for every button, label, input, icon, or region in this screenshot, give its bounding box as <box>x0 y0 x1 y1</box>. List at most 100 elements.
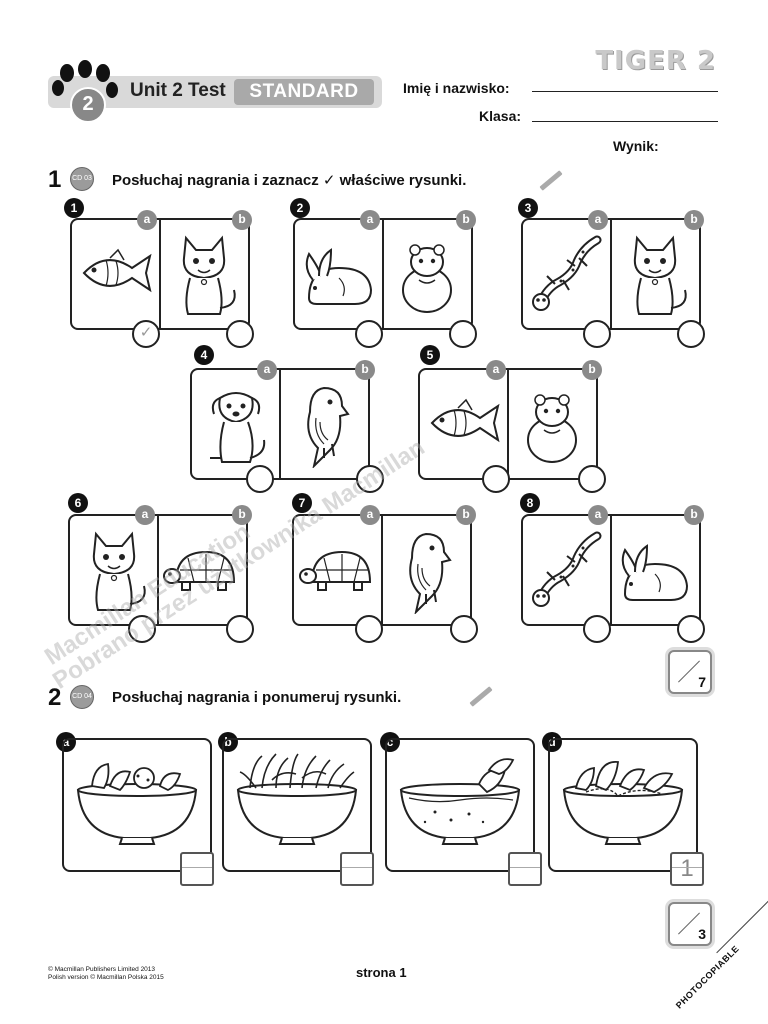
bowl-water-icon <box>400 758 520 845</box>
bowl-card-b <box>222 738 372 872</box>
number-box-b[interactable] <box>340 852 374 886</box>
answer-circle-1a[interactable]: ✓ <box>132 320 160 348</box>
option-b-badge: b <box>355 360 375 380</box>
level-label: STANDARD <box>234 79 374 105</box>
rabbit-icon <box>621 545 688 601</box>
option-a-badge: a <box>360 210 380 230</box>
answer-circle-5a[interactable] <box>482 465 510 493</box>
answer-circle-5b[interactable] <box>578 465 606 493</box>
copyright: © Macmillan Publishers Limited 2013 Poli… <box>48 966 164 981</box>
option-b-badge: b <box>684 210 704 230</box>
item-number: 6 <box>68 493 88 513</box>
option-a-badge: a <box>137 210 157 230</box>
exercise-1-instruction: Posłuchaj nagrania i zaznacz ✓ właściwe … <box>112 172 467 189</box>
dog-icon <box>209 392 266 463</box>
picture-pair-3 <box>521 218 701 330</box>
option-b-badge: b <box>456 505 476 525</box>
picture-pair-2 <box>293 218 473 330</box>
option-b-badge: b <box>684 505 704 525</box>
cat-icon <box>182 237 236 315</box>
answer-circle-6a[interactable] <box>128 615 156 643</box>
photocopiable-divider <box>716 898 768 954</box>
hamster-icon <box>402 244 452 313</box>
exercise-2-score-box[interactable]: 3 <box>668 902 712 946</box>
bowl-fruit-icon <box>77 763 197 845</box>
answer-circle-4b[interactable] <box>356 465 384 493</box>
item-number: 7 <box>292 493 312 513</box>
picture-pair-6 <box>68 514 248 626</box>
picture-pair-8 <box>521 514 701 626</box>
exercise-2-number: 2 <box>48 684 62 711</box>
pencil-icon <box>539 170 563 191</box>
parrot-icon <box>409 533 451 613</box>
fish-icon <box>431 399 499 441</box>
lizard-icon <box>527 228 607 318</box>
parrot-icon <box>307 387 349 467</box>
page-number: strona 1 <box>356 965 407 980</box>
option-b-badge: b <box>232 210 252 230</box>
answer-circle-4a[interactable] <box>246 465 274 493</box>
cd-icon: CD 03 <box>70 167 94 191</box>
picture-pair-4 <box>190 368 370 480</box>
number-box-c[interactable] <box>508 852 542 886</box>
answer-circle-7b[interactable] <box>450 615 478 643</box>
cd-icon: CD 04 <box>70 685 94 709</box>
bowl-leaves-icon <box>563 760 683 845</box>
number-box-a[interactable] <box>180 852 214 886</box>
picture-pair-1 <box>70 218 250 330</box>
exercise-2-instruction: Posłuchaj nagrania i ponumeruj rysunki. <box>112 689 402 706</box>
picture-pair-7 <box>292 514 472 626</box>
option-b-badge: b <box>232 505 252 525</box>
option-a-badge: a <box>588 210 608 230</box>
item-number: 4 <box>194 345 214 365</box>
paw-icon: 2 <box>50 60 120 124</box>
option-b-badge: b <box>582 360 602 380</box>
item-number: 1 <box>64 198 84 218</box>
class-field[interactable] <box>532 120 718 122</box>
tortoise-icon <box>299 551 371 591</box>
option-b-badge: b <box>456 210 476 230</box>
bowl-card-c <box>385 738 535 872</box>
lizard-icon <box>527 524 607 614</box>
answer-circle-1b[interactable] <box>226 320 254 348</box>
exercise-1-score-box[interactable]: 7 <box>668 650 712 694</box>
option-a-badge: a <box>360 505 380 525</box>
answer-circle-7a[interactable] <box>355 615 383 643</box>
answer-circle-8b[interactable] <box>677 615 705 643</box>
number-box-d[interactable]: 1 <box>670 852 704 886</box>
item-number: 8 <box>520 493 540 513</box>
score-label: Wynik: <box>613 138 659 154</box>
unit-number: 2 <box>70 87 106 123</box>
answer-circle-6b[interactable] <box>226 615 254 643</box>
unit-title: Unit 2 Test <box>130 80 226 101</box>
option-a-badge: a <box>486 360 506 380</box>
bowl-card-d <box>548 738 698 872</box>
cat-icon <box>633 237 687 315</box>
item-number: 5 <box>420 345 440 365</box>
bowl-card-a <box>62 738 212 872</box>
name-label: Imię i nazwisko: <box>403 80 510 96</box>
answer-circle-3a[interactable] <box>583 320 611 348</box>
picture-pair-5 <box>418 368 598 480</box>
answer-circle-3b[interactable] <box>677 320 705 348</box>
pencil-icon <box>469 686 493 707</box>
option-a-badge: a <box>135 505 155 525</box>
hamster-icon <box>527 394 577 463</box>
brand-logo: TIGER 2 <box>595 46 716 76</box>
rabbit-icon <box>305 249 372 305</box>
item-number: 2 <box>290 198 310 218</box>
exercise-1-number: 1 <box>48 166 62 193</box>
exercise-2-max-score: 3 <box>698 926 706 942</box>
item-number: 3 <box>518 198 538 218</box>
answer-circle-8a[interactable] <box>583 615 611 643</box>
answer-circle-2a[interactable] <box>355 320 383 348</box>
photocopiable-label: PHOTOCOPIABLE <box>674 943 742 1011</box>
bowl-grass-icon <box>237 753 357 845</box>
class-label: Klasa: <box>479 108 522 124</box>
exercise-1-max-score: 7 <box>698 674 706 690</box>
name-field[interactable] <box>532 90 718 92</box>
option-a-badge: a <box>588 505 608 525</box>
option-a-badge: a <box>257 360 277 380</box>
fish-icon <box>83 249 151 291</box>
answer-circle-2b[interactable] <box>449 320 477 348</box>
